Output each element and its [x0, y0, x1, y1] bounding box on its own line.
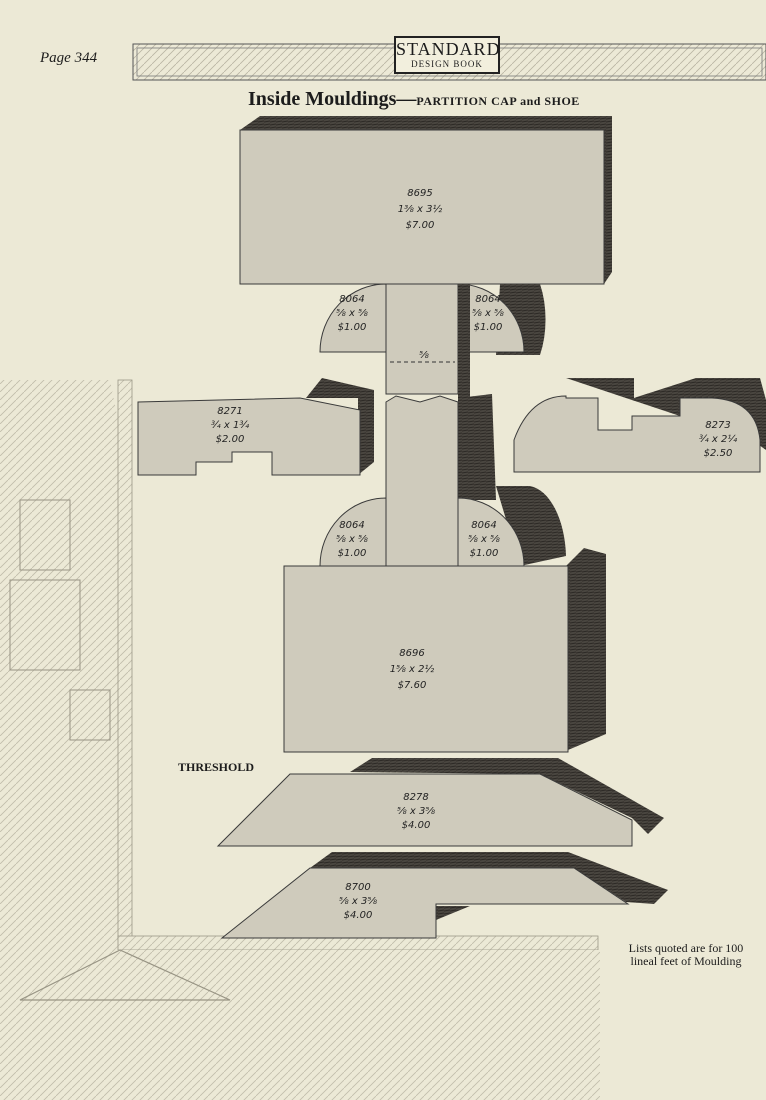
- gap-label: ⅝: [419, 350, 429, 361]
- moulding-8700: [220, 852, 668, 939]
- label-8695-size: 1⅜ x 3½: [398, 203, 443, 215]
- svg-text:⅝ x 3⅝: ⅝ x 3⅝: [339, 896, 377, 907]
- label-8695: 8695 1⅜ x 3½ $7.00: [398, 188, 443, 231]
- svg-text:⅝ x 3⅝: ⅝ x 3⅝: [397, 806, 435, 817]
- moulding-8064-upper-left: [319, 283, 387, 353]
- standard-design-book-logo: STANDARD DESIGN BOOK: [394, 36, 500, 74]
- house-sketch-border: [0, 379, 600, 1100]
- label-8696: 8696 1⅝ x 2½ $7.60: [390, 648, 435, 691]
- label-8695-price: $7.00: [406, 220, 435, 231]
- partition-stud-lower: [385, 394, 496, 597]
- svg-text:8271: 8271: [217, 406, 242, 417]
- moulding-8273: [513, 378, 766, 473]
- moulding-8064-upper-right: [457, 283, 546, 355]
- label-8278: 8278 ⅝ x 3⅝ $4.00: [397, 792, 435, 831]
- svg-text:⅝ x ⅝: ⅝ x ⅝: [336, 534, 368, 545]
- svg-text:¾ x 2¼: ¾ x 2¼: [699, 433, 737, 445]
- svg-text:8064: 8064: [475, 294, 500, 305]
- svg-text:$4.00: $4.00: [402, 820, 431, 831]
- svg-text:$1.00: $1.00: [338, 322, 367, 333]
- moulding-8696: [283, 548, 606, 753]
- moulding-8695: [239, 116, 612, 285]
- svg-text:8064: 8064: [339, 520, 364, 531]
- price-footnote: Lists quoted are for 100 lineal feet of …: [628, 941, 744, 968]
- svg-text:$1.00: $1.00: [474, 322, 503, 333]
- svg-text:¾ x 1¾: ¾ x 1¾: [211, 420, 249, 431]
- svg-text:1⅝ x 2½: 1⅝ x 2½: [390, 663, 435, 675]
- svg-text:$4.00: $4.00: [344, 910, 373, 921]
- page-number: Page 344: [40, 50, 98, 66]
- svg-text:$2.00: $2.00: [216, 434, 245, 445]
- page-title-main: Inside Mouldings: [248, 88, 397, 110]
- page-title: Inside Mouldings—PARTITION CAP and SHOE: [248, 88, 580, 111]
- label-8700: 8700 ⅝ x 3⅝ $4.00: [339, 882, 377, 921]
- svg-text:$7.60: $7.60: [398, 680, 427, 691]
- svg-text:8064: 8064: [471, 520, 496, 531]
- label-8695-number: 8695: [407, 188, 432, 199]
- moulding-8064-lower-right: [457, 486, 566, 567]
- threshold-label: THRESHOLD: [178, 760, 255, 774]
- partition-stud-upper: [385, 283, 470, 400]
- svg-text:8700: 8700: [345, 882, 370, 893]
- label-8273: 8273 ¾ x 2¼ $2.50: [699, 420, 737, 459]
- label-8064-upper-right: 8064 ⅝ x ⅝ $1.00: [472, 294, 504, 333]
- moulding-8271: [137, 378, 374, 476]
- svg-text:$1.00: $1.00: [470, 548, 499, 559]
- svg-text:⅝ x ⅝: ⅝ x ⅝: [336, 308, 368, 319]
- moulding-8278: [216, 758, 664, 847]
- label-8271: 8271 ¾ x 1¾ $2.00: [211, 406, 249, 445]
- svg-text:$1.00: $1.00: [338, 548, 367, 559]
- svg-text:$2.50: $2.50: [704, 448, 733, 459]
- svg-text:8278: 8278: [403, 792, 428, 803]
- svg-text:⅝ x ⅝: ⅝ x ⅝: [468, 534, 500, 545]
- svg-text:⅝ x ⅝: ⅝ x ⅝: [472, 308, 504, 319]
- label-8064-upper-left: 8064 ⅝ x ⅝ $1.00: [336, 294, 368, 333]
- svg-text:8696: 8696: [399, 648, 424, 659]
- moulding-8064-lower-left: [319, 497, 387, 567]
- svg-text:8064: 8064: [339, 294, 364, 305]
- page-title-dash: —: [396, 88, 417, 110]
- label-8064-lower-right: 8064 ⅝ x ⅝ $1.00: [468, 520, 500, 559]
- svg-text:8273: 8273: [705, 420, 730, 431]
- label-8064-lower-left: 8064 ⅝ x ⅝ $1.00: [336, 520, 368, 559]
- page-title-sub: PARTITION CAP and SHOE: [416, 94, 580, 108]
